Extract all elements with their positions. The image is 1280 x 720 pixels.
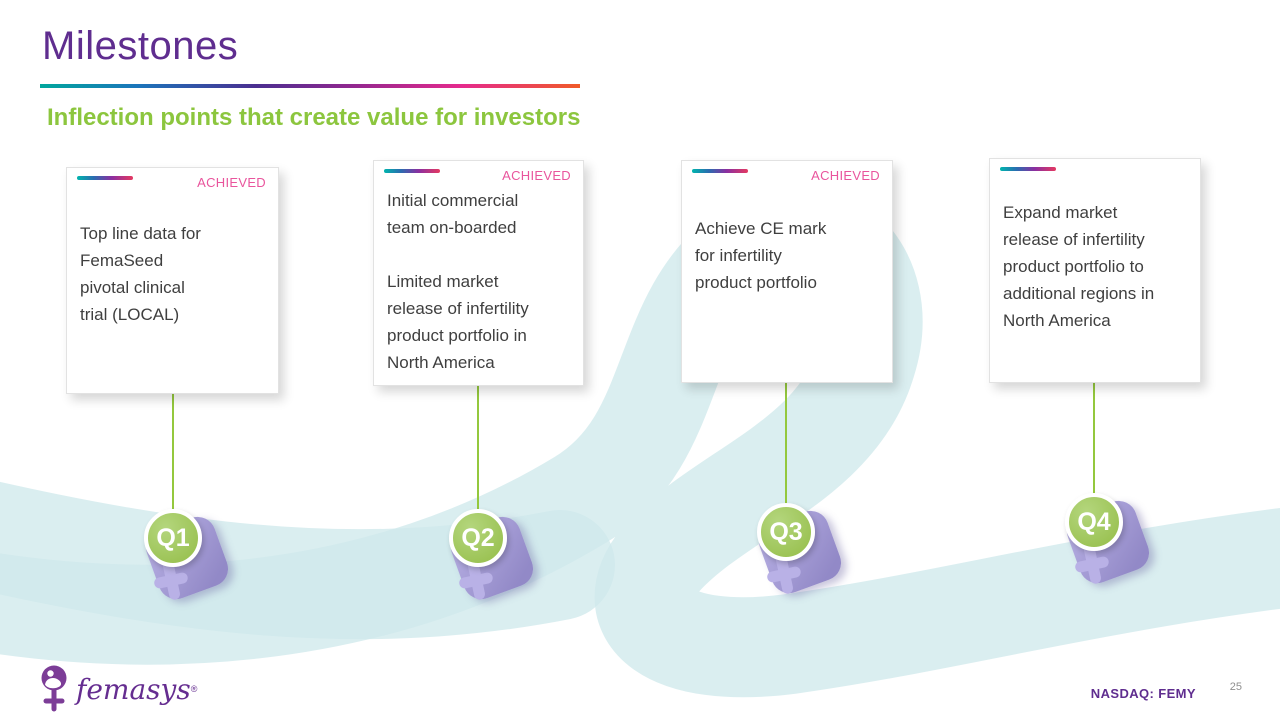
milestone-text: Limited market release of infertility pr…	[387, 272, 529, 372]
achieved-badge: ACHIEVED	[502, 168, 571, 183]
milestone-body: Achieve CE mark for infertility product …	[682, 215, 892, 296]
card-accent-bar	[692, 169, 748, 173]
milestone-body: Initial commercial team on-boarded Limit…	[374, 187, 583, 376]
nasdaq-ticker: NASDAQ: FEMY	[1090, 686, 1196, 701]
quarter-badge-q3: Q3	[757, 503, 815, 561]
achieved-badge: ACHIEVED	[811, 168, 880, 183]
quarter-badge-q2: Q2	[449, 509, 507, 567]
card-accent-bar	[77, 176, 133, 180]
page-subtitle: Inflection points that create value for …	[47, 104, 581, 131]
registered-mark: ®	[190, 684, 198, 694]
title-underline	[40, 84, 580, 88]
milestone-card-q4: Expand market release of infertility pro…	[989, 158, 1201, 383]
milestone-text: Expand market release of infertility pro…	[1003, 203, 1155, 330]
connector-line-q3	[785, 381, 787, 507]
connector-line-q2	[477, 384, 479, 513]
quarter-label: Q4	[1077, 507, 1111, 536]
achieved-badge: ACHIEVED	[197, 175, 266, 190]
quarter-badge-q4: Q4	[1065, 493, 1123, 551]
page-title: Milestones	[42, 24, 239, 68]
page-number: 25	[1229, 681, 1242, 693]
connector-line-q1	[172, 392, 174, 513]
quarter-label: Q3	[769, 517, 803, 546]
card-accent-bar	[1000, 167, 1056, 171]
quarter-badge-q1: Q1	[144, 509, 202, 567]
logo-wordmark: femasys	[76, 673, 191, 706]
milestone-body: Top line data for FemaSeed pivotal clini…	[67, 220, 278, 328]
quarter-label: Q1	[156, 523, 190, 552]
femasys-logo: femasys ®	[36, 664, 197, 712]
milestone-text: Initial commercial team on-boarded	[387, 191, 519, 237]
card-accent-bar	[384, 169, 440, 173]
milestone-card-q2: ACHIEVED Initial commercial team on-boar…	[373, 160, 584, 386]
female-logo-icon	[41, 665, 67, 712]
milestone-body: Expand market release of infertility pro…	[990, 199, 1200, 334]
milestone-text: Top line data for FemaSeed pivotal clini…	[80, 224, 201, 324]
connector-line-q4	[1093, 381, 1095, 497]
quarter-label: Q2	[461, 523, 495, 552]
milestone-text: Achieve CE mark for infertility product …	[695, 219, 827, 292]
milestone-card-q3: ACHIEVED Achieve CE mark for infertility…	[681, 160, 893, 383]
milestone-card-q1: ACHIEVED Top line data for FemaSeed pivo…	[66, 167, 279, 394]
